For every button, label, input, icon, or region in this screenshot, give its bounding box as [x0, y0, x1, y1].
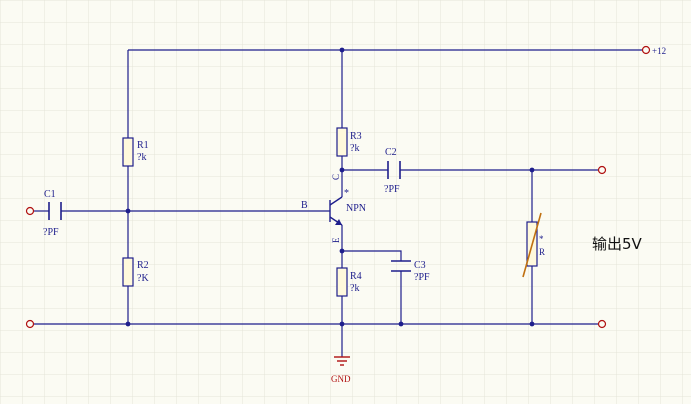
node-supply-r3	[339, 47, 345, 53]
terminal-input[interactable]	[25, 206, 35, 216]
transistor-collector-pin-label: C	[331, 174, 341, 180]
terminal-ground-right[interactable]	[597, 319, 607, 329]
resistor-r2-body	[122, 257, 134, 287]
ground-label: GND	[331, 374, 351, 384]
node-emitter	[339, 248, 345, 254]
node-ground-load	[529, 321, 535, 327]
resistor-r1-body	[122, 137, 134, 167]
node-ground-left	[125, 321, 131, 327]
wire-emitter-to-c3	[342, 250, 402, 261]
terminals	[25, 45, 651, 329]
resistor-r3-value: ?k	[350, 143, 359, 154]
transistor-type-label: NPN	[346, 203, 366, 214]
capacitor-c1-value: ?PF	[43, 227, 59, 238]
capacitor-c1-name: C1	[44, 189, 56, 200]
resistor-r1-name: R1	[137, 140, 149, 151]
capacitor-c2-name: C2	[385, 147, 397, 158]
ground-icon	[334, 356, 350, 366]
capacitor-c3-name: C3	[414, 260, 426, 271]
resistor-r2[interactable]: R2 ?K	[122, 257, 149, 287]
capacitor-c2[interactable]	[387, 161, 401, 179]
node-ground-c3	[398, 321, 404, 327]
transistor-marker: *	[344, 188, 349, 199]
load-resistor-arrow-icon	[522, 212, 542, 278]
output-voltage-label: 输出5V	[592, 235, 643, 253]
terminal-output[interactable]	[597, 165, 607, 175]
node-load-top	[529, 167, 535, 173]
transistor-emitter-arrow-icon	[335, 219, 342, 225]
load-resistor-name: R	[539, 247, 545, 257]
resistor-r4-name: R4	[350, 271, 362, 282]
resistor-r2-name: R2	[137, 260, 149, 271]
capacitor-c2-value: ?PF	[384, 184, 400, 195]
npn-transistor[interactable]	[329, 196, 343, 226]
resistor-r1-value: ?k	[137, 152, 146, 163]
node-base	[125, 208, 131, 214]
capacitor-c1[interactable]	[48, 202, 62, 220]
resistor-r3-name: R3	[350, 131, 362, 142]
load-resistor[interactable]: R *	[522, 212, 545, 278]
transistor-emitter-pin-label: E	[331, 237, 341, 243]
supply-label: +12	[652, 46, 666, 56]
resistor-r3[interactable]: R3 ?k	[336, 127, 362, 157]
load-resistor-marker: *	[539, 234, 544, 244]
transistor-collector-leg	[329, 196, 343, 206]
node-collector	[339, 167, 345, 173]
terminal-ground-left[interactable]	[25, 319, 35, 329]
resistor-r4-value: ?k	[350, 283, 359, 294]
resistor-r2-value: ?K	[137, 273, 149, 284]
resistor-r4-body	[336, 267, 348, 297]
terminal-supply[interactable]	[641, 45, 651, 55]
capacitor-c3[interactable]	[391, 260, 411, 272]
resistor-r4[interactable]: R4 ?k	[336, 267, 362, 297]
transistor-base-pin-label: B	[301, 200, 308, 211]
resistor-r1[interactable]: R1 ?k	[122, 137, 149, 167]
junction-nodes	[125, 47, 535, 327]
resistor-r3-body	[336, 127, 348, 157]
capacitor-c3-value: ?PF	[414, 272, 430, 283]
node-ground-r4	[339, 321, 345, 327]
